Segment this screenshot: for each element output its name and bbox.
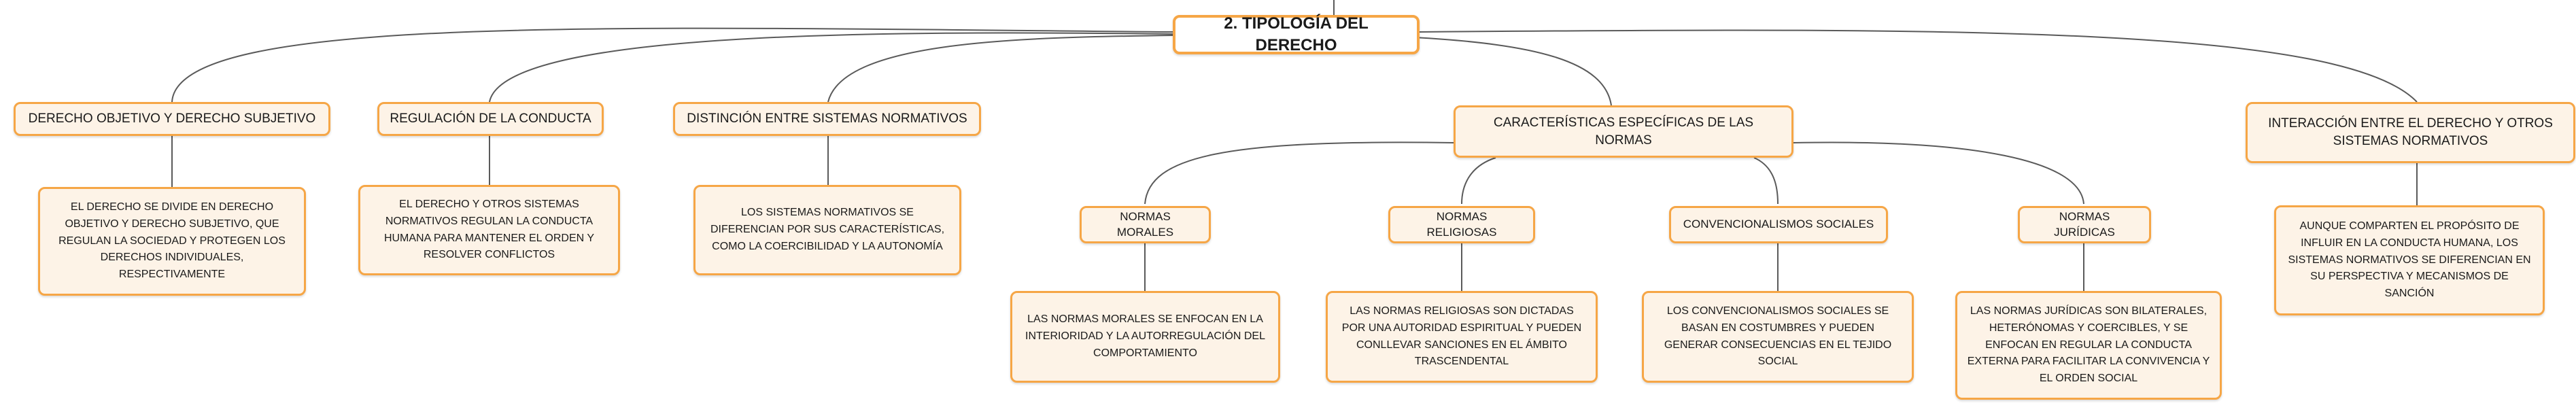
- topic-derecho-objetivo[interactable]: DERECHO OBJETIVO Y DERECHO SUBJETIVO: [14, 102, 330, 136]
- link-car-morales: [1144, 141, 1454, 205]
- detail-text: EL DERECHO Y OTROS SISTEMAS NORMATIVOS R…: [383, 198, 595, 261]
- detail-text: LOS CONVENCIONALISMOS SOCIALES SE BASAN …: [1664, 305, 1892, 368]
- detail-text: LOS SISTEMAS NORMATIVOS SE DIFERENCIAN P…: [710, 207, 945, 252]
- topic-title: DISTINCIÓN ENTRE SISTEMAS NORMATIVOS: [687, 111, 967, 126]
- subtopic-normas-morales[interactable]: NORMAS MORALES: [1080, 206, 1211, 243]
- subtopic-title: CONVENCIONALISMOS SOCIALES: [1683, 218, 1874, 231]
- detail-text: EL DERECHO SE DIVIDE EN DERECHO OBJETIVO…: [58, 201, 286, 281]
- link-root-interaccion: [1419, 29, 2418, 103]
- subtopic-normas-religiosas[interactable]: NORMAS RELIGIOSAS: [1388, 206, 1535, 243]
- detail-convencionalismos[interactable]: LOS CONVENCIONALISMOS SOCIALES SE BASAN …: [1642, 291, 1914, 383]
- detail-text: LAS NORMAS RELIGIOSAS SON DICTADAS POR U…: [1341, 305, 1582, 368]
- subtopic-title: NORMAS JURÍDICAS: [2054, 209, 2115, 239]
- detail-derecho-objetivo[interactable]: EL DERECHO SE DIVIDE EN DERECHO OBJETIVO…: [38, 187, 306, 296]
- topic-interaccion[interactable]: INTERACCIÓN ENTRE EL DERECHO Y OTROS SIS…: [2246, 102, 2575, 163]
- topic-regulacion[interactable]: REGULACIÓN DE LA CONDUCTA: [377, 102, 604, 136]
- subtopic-convencionalismos[interactable]: CONVENCIONALISMOS SOCIALES: [1669, 206, 1888, 243]
- topic-title: INTERACCIÓN ENTRE EL DERECHO Y OTROS SIS…: [2268, 116, 2553, 148]
- subtopic-title: NORMAS MORALES: [1116, 209, 1174, 239]
- root-title: 2. TIPOLOGÍA DEL DERECHO: [1224, 14, 1369, 54]
- detail-distincion[interactable]: LOS SISTEMAS NORMATIVOS SE DIFERENCIAN P…: [693, 185, 961, 275]
- detail-interaccion[interactable]: AUNQUE COMPARTEN EL PROPÓSITO DE INFLUIR…: [2274, 205, 2545, 315]
- link-root-caracteristicas: [1413, 37, 1612, 106]
- subtopic-title: NORMAS RELIGIOSAS: [1426, 209, 1497, 239]
- link-root-distincion: [827, 35, 1173, 103]
- detail-text: AUNQUE COMPARTEN EL PROPÓSITO DE INFLUIR…: [2288, 220, 2531, 300]
- link-root-regulacion: [489, 32, 1173, 103]
- topic-distincion[interactable]: DISTINCIÓN ENTRE SISTEMAS NORMATIVOS: [673, 102, 981, 136]
- detail-normas-juridicas[interactable]: LAS NORMAS JURÍDICAS SON BILATERALES, HE…: [1955, 291, 2222, 400]
- subtopic-normas-juridicas[interactable]: NORMAS JURÍDICAS: [2018, 206, 2151, 243]
- topic-caracteristicas[interactable]: CARACTERÍSTICAS ESPECÍFICAS DE LAS NORMA…: [1454, 105, 1793, 158]
- topic-title: REGULACIÓN DE LA CONDUCTA: [390, 111, 591, 126]
- topic-title: CARACTERÍSTICAS ESPECÍFICAS DE LAS NORMA…: [1493, 115, 1754, 148]
- detail-normas-religiosas[interactable]: LAS NORMAS RELIGIOSAS SON DICTADAS POR U…: [1326, 291, 1598, 383]
- detail-normas-morales[interactable]: LAS NORMAS MORALES SE ENFOCAN EN LA INTE…: [1010, 291, 1280, 383]
- root-node[interactable]: 2. TIPOLOGÍA DEL DERECHO: [1173, 14, 1420, 54]
- link-car-juridicas: [1793, 141, 2084, 205]
- topic-title: DERECHO OBJETIVO Y DERECHO SUBJETIVO: [28, 111, 316, 126]
- link-root-derecho-objetivo: [171, 27, 1173, 103]
- link-car-religiosas: [1461, 157, 1496, 205]
- detail-regulacion[interactable]: EL DERECHO Y OTROS SISTEMAS NORMATIVOS R…: [358, 185, 620, 275]
- link-car-convencionalismos: [1753, 157, 1779, 205]
- detail-text: LAS NORMAS JURÍDICAS SON BILATERALES, HE…: [1967, 305, 2210, 385]
- detail-text: LAS NORMAS MORALES SE ENFOCAN EN LA INTE…: [1025, 313, 1265, 359]
